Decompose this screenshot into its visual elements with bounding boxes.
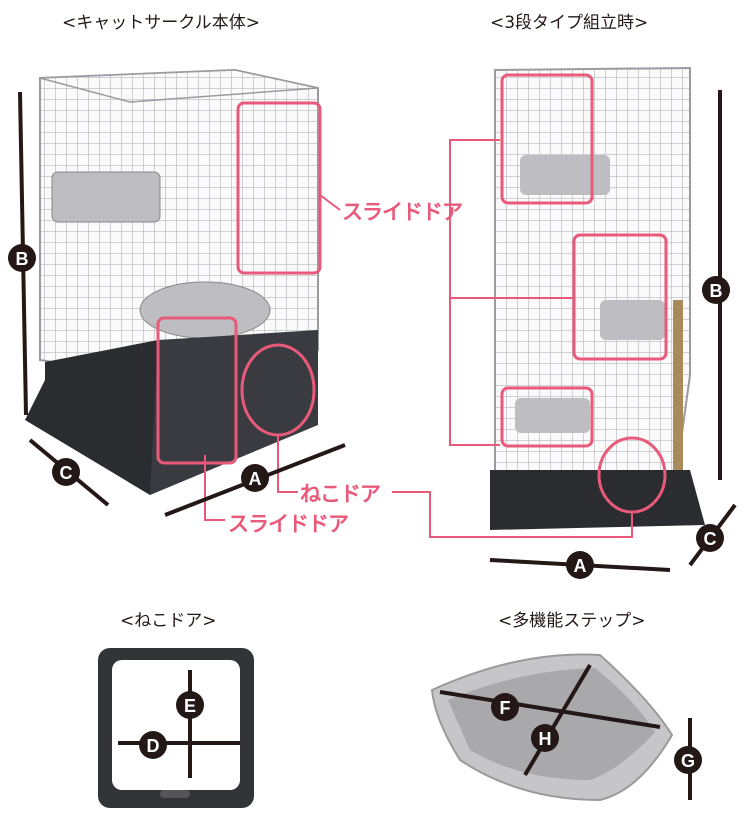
callout-slide-door: スライドドア (228, 512, 349, 536)
dimension-b-marker: B (8, 244, 36, 272)
title-step: <多機能ステップ> (498, 611, 646, 631)
dimension-c-marker: C (52, 458, 80, 486)
cage-main-body (25, 68, 341, 521)
dimension-a-marker: A (566, 551, 594, 579)
dimension-d-marker: D (139, 731, 167, 759)
cat-door-illustration (98, 648, 254, 808)
slide-door-highlight (500, 386, 594, 448)
callout-cat-door: ねこドア (300, 482, 381, 506)
svg-text:B: B (16, 249, 29, 269)
svg-text:C: C (60, 463, 73, 483)
svg-text:G: G (681, 751, 695, 771)
svg-text:B: B (710, 281, 723, 301)
svg-text:F: F (500, 698, 511, 718)
callout-slide-door: スライドドア (342, 200, 463, 224)
svg-text:D: D (147, 736, 160, 756)
slide-door-highlight (156, 316, 238, 465)
shelf (51, 171, 161, 223)
svg-text:A: A (574, 556, 587, 576)
dimension-f-marker: F (491, 693, 519, 721)
svg-text:E: E (184, 696, 196, 716)
cage-three-tier (392, 66, 705, 538)
slide-door-highlight (236, 101, 322, 275)
title-three-tier: <3段タイプ組立時> (490, 13, 649, 33)
dimension-b-marker: B (702, 276, 730, 304)
title-main-body: <キャットサークル本体> (62, 13, 260, 33)
svg-text:H: H (539, 729, 552, 749)
svg-text:A: A (249, 469, 262, 489)
dimension-c-marker: C (696, 524, 724, 552)
dimension-a-marker: A (241, 464, 269, 492)
slide-door-highlight (500, 73, 594, 205)
svg-text:C: C (704, 529, 717, 549)
dimension-markers: A B C B C A D E F G H (8, 244, 730, 774)
dimension-e-marker: E (176, 691, 204, 719)
title-cat-door: <ねこドア> (120, 611, 217, 631)
dimension-g-marker: G (674, 746, 702, 774)
dimension-h-marker: H (531, 724, 559, 752)
